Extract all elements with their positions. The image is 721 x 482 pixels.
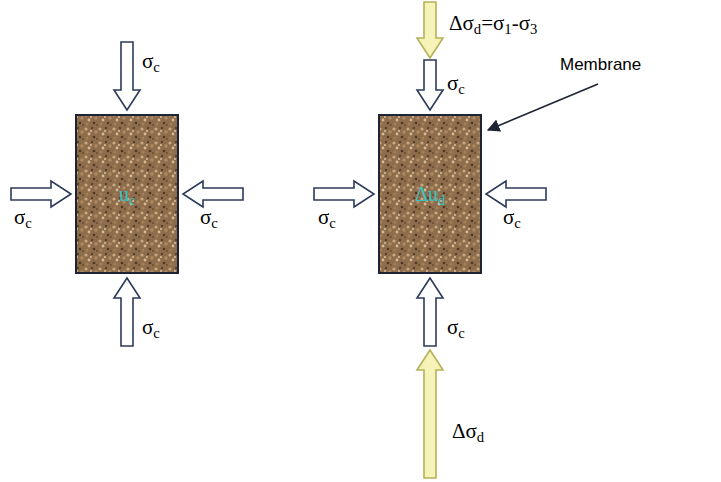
stress-label: σc	[503, 206, 521, 229]
pore-pressure-label: uc	[119, 183, 135, 206]
stress-label: σc	[142, 316, 160, 339]
stress-label: σc	[142, 50, 160, 73]
stress-label: Δσd=σ1-σ3	[449, 12, 537, 35]
stress-label: σc	[14, 206, 32, 229]
stress-label: σc	[318, 206, 336, 229]
confining-stress-arrow	[183, 181, 243, 207]
membrane-label: Membrane	[560, 56, 641, 75]
confining-stress-arrow	[486, 181, 546, 207]
confining-stress-arrow	[417, 60, 443, 110]
confining-stress-arrow	[11, 181, 71, 207]
confining-stress-arrow	[417, 278, 443, 346]
stress-label: σc	[447, 316, 465, 339]
confining-stress-arrow	[114, 278, 140, 346]
soil-specimen-box: uc	[75, 114, 179, 274]
deviator-stress-arrow	[417, 350, 443, 478]
deviator-stress-arrow	[417, 2, 443, 58]
stress-label: Δσd	[452, 420, 484, 443]
leader-line	[488, 84, 598, 130]
soil-specimen	[378, 114, 482, 274]
stress-label: σc	[447, 72, 465, 95]
soil-specimen-box: Δud	[378, 114, 482, 274]
soil-specimen	[75, 114, 179, 274]
confining-stress-arrow	[314, 181, 374, 207]
confining-stress-arrow	[114, 42, 140, 110]
stress-label: σc	[200, 206, 218, 229]
pore-pressure-label: Δud	[415, 183, 445, 206]
